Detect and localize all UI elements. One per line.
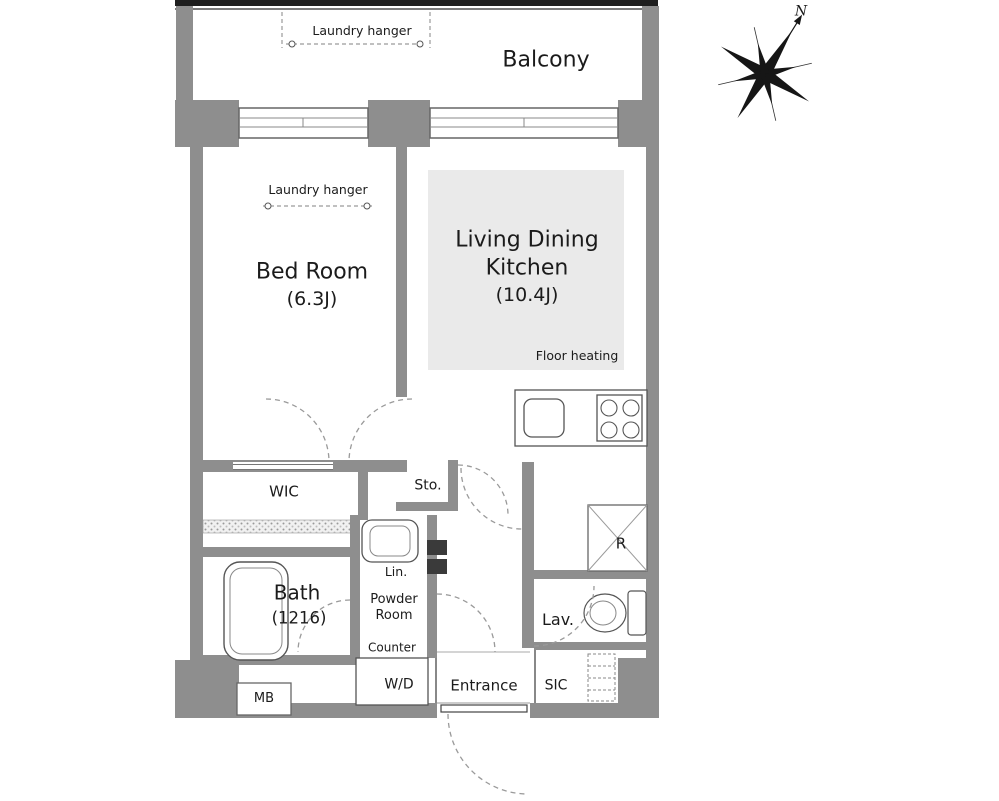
balcony-walls: [176, 6, 659, 110]
compass-north-label: N: [794, 3, 808, 20]
washer-dryer-label: W/D: [384, 676, 414, 693]
balcony-label: Balcony: [502, 47, 590, 73]
interior-walls: [202, 147, 647, 703]
refrigerator-space-icon: [587, 504, 648, 572]
bathtub-icon: [223, 561, 289, 661]
vanity-sink-icon: [361, 519, 419, 563]
washer-dryer-box-icon: [355, 657, 429, 706]
counter-label: Counter: [368, 640, 416, 655]
ldk-size-label: (10.4J): [495, 284, 559, 307]
kitchen-counter-icon: [514, 389, 648, 447]
floor-heating-label: Floor heating: [535, 348, 619, 364]
bath-label: Bath: [273, 580, 321, 605]
wic-label: WIC: [269, 482, 299, 501]
laundry-pole-balcony-icon: [281, 12, 431, 48]
powder-room-label: Powder Room: [370, 591, 418, 623]
floor-heating-area: [428, 170, 624, 370]
bedroom-size-label: (6.3J): [286, 288, 338, 311]
door-swing-arcs: [265, 398, 595, 653]
bedroom-laundry-hanger-label: Laundry hanger: [268, 182, 368, 198]
bedroom-label: Bed Room: [255, 259, 369, 285]
lavatory-label: Lav.: [541, 610, 575, 629]
shoe-shelf-icon: [587, 653, 616, 702]
laundry-pole-bedroom-icon: [263, 202, 372, 210]
refrigerator-label: R: [615, 534, 627, 553]
bedroom-window-icon: [238, 107, 369, 139]
storage-label: Sto.: [414, 477, 442, 494]
ldk-label: Living Dining Kitchen: [455, 227, 599, 281]
wall-cabinet-icons: [427, 540, 447, 574]
balcony-laundry-hanger-label: Laundry hanger: [312, 23, 412, 39]
stove-icon: [596, 394, 643, 442]
sic-label: SIC: [544, 677, 568, 694]
compass-rose-icon: [718, 14, 812, 121]
toilet-icon: [583, 590, 647, 636]
linen-label: Lin.: [384, 564, 408, 580]
bath-size-label: (1216): [271, 608, 327, 628]
structural-pillars: [175, 100, 659, 718]
entrance-label: Entrance: [450, 676, 518, 695]
meter-box-icon: [236, 682, 292, 716]
balcony-top-rail: [175, 0, 658, 10]
entrance-door-icon: [437, 702, 530, 795]
meter-box-label: MB: [253, 690, 275, 706]
ldk-window-icon: [429, 107, 619, 139]
kitchen-sink-icon: [523, 398, 565, 438]
